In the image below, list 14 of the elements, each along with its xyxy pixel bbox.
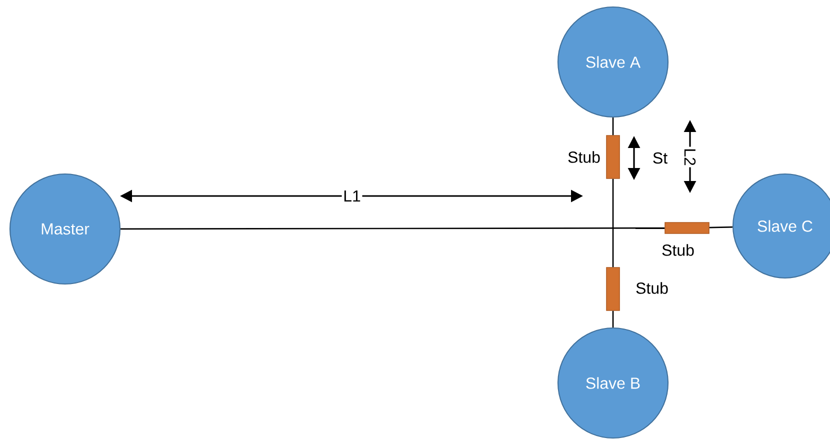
dimension-label: L1 xyxy=(342,189,362,203)
stub-label: Stub xyxy=(636,282,668,294)
stub-resistor xyxy=(606,135,620,179)
stub-resistor xyxy=(664,222,710,234)
wire xyxy=(612,178,614,268)
stub-label: Stub xyxy=(662,244,694,256)
stub-resistor xyxy=(606,267,620,311)
wire xyxy=(612,118,614,136)
wire xyxy=(120,227,665,230)
dimension-label: L2 xyxy=(683,146,697,168)
wire xyxy=(709,226,732,228)
stub-label: Stub xyxy=(568,151,600,163)
wire xyxy=(612,310,614,328)
dimension-label: St xyxy=(653,152,668,164)
